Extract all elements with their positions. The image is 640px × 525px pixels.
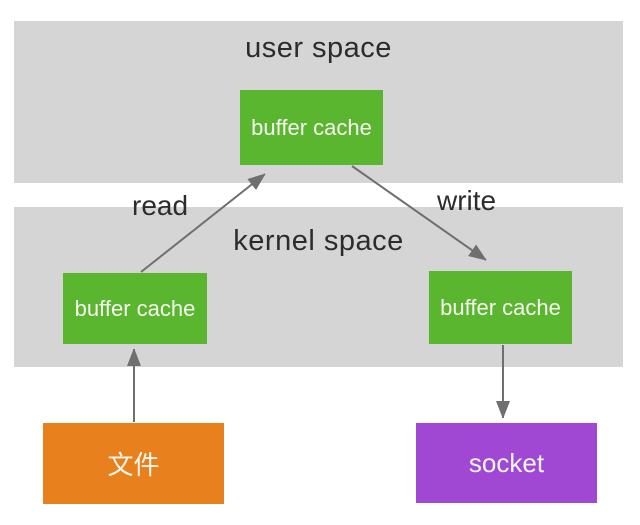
user-space-label: user space — [245, 32, 392, 64]
kernel-buffer-cache-right-node: buffer cache — [429, 271, 572, 344]
write-edge-label: write — [437, 185, 497, 216]
socket-node: socket — [416, 423, 597, 503]
file-node: 文件 — [43, 423, 224, 504]
user-space-buffer-cache-node: buffer cache — [240, 90, 383, 165]
read-edge-label: read — [132, 190, 189, 221]
kernel-space-label: kernel space — [233, 225, 404, 257]
kernel-buffer-cache-left-node: buffer cache — [63, 273, 207, 344]
